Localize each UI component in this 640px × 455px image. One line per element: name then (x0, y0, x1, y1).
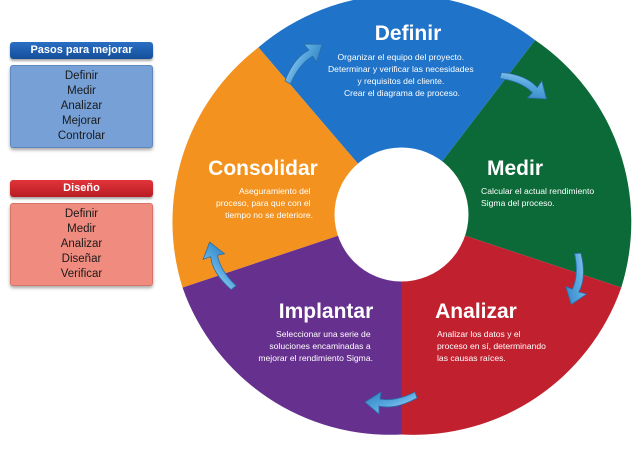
pasos-para-mejorar-panel: Pasos para mejorar Definir Medir Analiza… (10, 42, 153, 148)
segment-analizar (401, 214, 622, 435)
list-item: Verificar (60, 268, 103, 280)
analizar-desc: Analizar los datos y el proceso en sí, d… (437, 329, 548, 363)
list-item: Analizar (60, 238, 103, 250)
curved-arrow-icon (565, 252, 588, 306)
curved-arrow-icon (202, 241, 237, 291)
definir-desc: Organizar el equipo del proyecto. Determ… (328, 52, 476, 98)
cycle-arrows (202, 43, 588, 415)
list-item: Mejorar (62, 115, 101, 127)
list-item: Definir (64, 208, 99, 220)
medir-title: Medir (487, 157, 543, 180)
consolidar-title: Consolidar (208, 157, 318, 180)
pasos-para-mejorar-title: Pasos para mejorar (10, 42, 153, 59)
list-item: Medir (67, 223, 96, 235)
list-item: Controlar (57, 130, 106, 142)
segment-implantar (182, 214, 402, 435)
curved-arrow-icon (284, 43, 323, 85)
definir-title: Definir (375, 22, 442, 45)
list-item: Definir (64, 70, 99, 82)
curved-arrow-icon (364, 391, 418, 415)
segment-texts: Definir Organizar el equipo del proyecto… (208, 22, 597, 363)
medir-desc: Calcular el actual rendimiento Sigma del… (481, 186, 597, 208)
diseno-title: Diseño (10, 180, 153, 197)
segment-definir (258, 0, 536, 215)
curved-arrow-icon (499, 71, 547, 100)
wheel-center-hole (334, 147, 469, 282)
analizar-title: Analizar (435, 300, 517, 323)
implantar-title: Implantar (279, 300, 374, 323)
list-item: Medir (67, 85, 96, 97)
diseno-panel: Diseño Definir Medir Analizar Diseñar Ve… (10, 180, 153, 286)
pasos-para-mejorar-list: Definir Medir Analizar Mejorar Controlar (10, 65, 153, 148)
consolidar-desc: Aseguramiento del proceso, para que con … (216, 186, 313, 220)
list-item: Analizar (60, 100, 103, 112)
diseno-list: Definir Medir Analizar Diseñar Verificar (10, 203, 153, 286)
implantar-desc: Seleccionar una serie de soluciones enca… (258, 329, 373, 363)
list-item: Diseñar (61, 253, 102, 265)
